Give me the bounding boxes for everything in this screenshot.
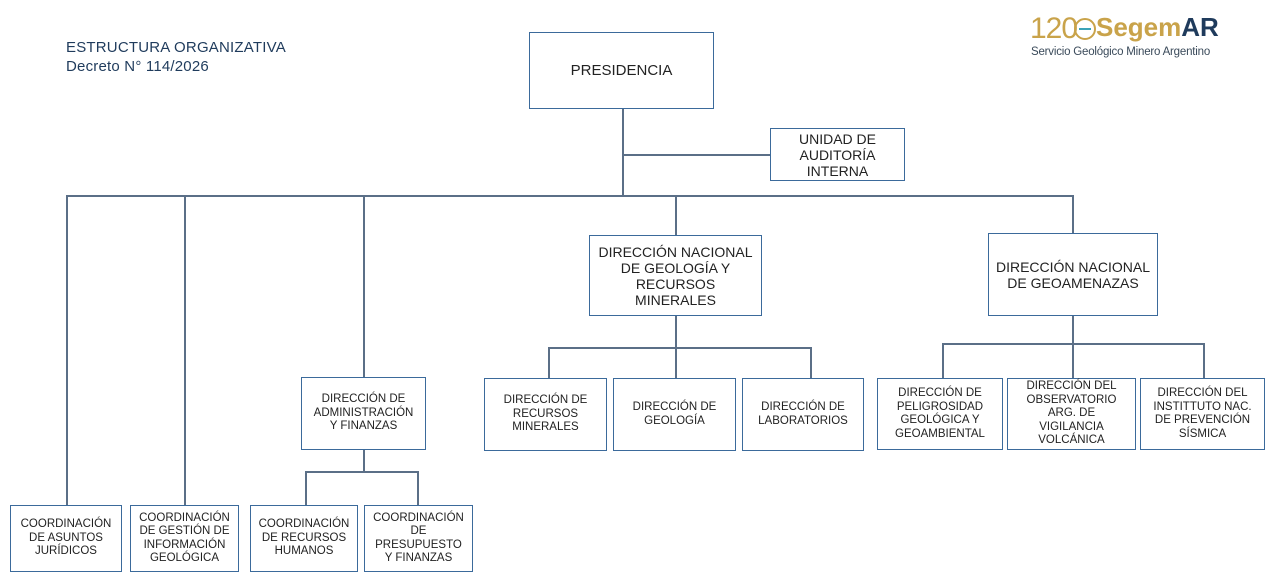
connector: [184, 195, 186, 505]
org-box-auditoria: UNIDAD DE AUDITORÍA INTERNA: [770, 128, 905, 181]
document-subtitle: Decreto N° 114/2026: [66, 58, 209, 75]
org-box-geologia: DIRECCIÓN DE GEOLOGÍA: [613, 378, 736, 451]
connector: [363, 195, 365, 377]
connector: [548, 347, 811, 349]
org-box-dn-geologia: DIRECCIÓN NACIONAL DE GEOLOGÍA Y RECURSO…: [589, 235, 762, 316]
connector: [622, 154, 770, 156]
org-box-recursos-minerales: DIRECCIÓN DE RECURSOS MINERALES: [484, 378, 607, 451]
org-box-presidencia: PRESIDENCIA: [529, 32, 714, 109]
connector: [942, 343, 944, 378]
connector: [1072, 343, 1074, 378]
connector: [675, 316, 677, 348]
org-box-observatorio: DIRECCIÓN DEL OBSERVATORIO ARG. DE VIGIL…: [1007, 378, 1136, 450]
connector: [66, 195, 68, 505]
org-box-recursos-humanos: COORDINACIÓN DE RECURSOS HUMANOS: [250, 505, 358, 572]
org-box-gestion-informacion: COORDINACIÓN DE GESTIÓN DE INFORMACIÓN G…: [130, 505, 239, 572]
connector: [548, 347, 550, 378]
connector: [66, 195, 1073, 197]
document-title: ESTRUCTURA ORGANIZATIVA: [66, 39, 286, 56]
connector: [305, 471, 418, 473]
connector: [417, 471, 419, 505]
org-box-presupuesto: COORDINACIÓN DE PRESUPUESTO Y FINANZAS: [364, 505, 473, 572]
segemar-logo: 120 SegemAR Servicio Geológico Minero Ar…: [1030, 12, 1220, 68]
connector: [1203, 343, 1205, 378]
org-box-instituto: DIRECCIÓN DEL INSTITTUTO NAC. DE PREVENC…: [1140, 378, 1265, 450]
org-box-asuntos-juridicos: COORDINACIÓN DE ASUNTOS JURÍDICOS: [10, 505, 122, 572]
org-box-administracion: DIRECCIÓN DE ADMINISTRACIÓN Y FINANZAS: [301, 377, 426, 450]
org-box-dn-geoamenazas: DIRECCIÓN NACIONAL DE GEOAMENAZAS: [988, 233, 1158, 316]
anniversary-number: 120: [1030, 12, 1078, 45]
connector: [810, 347, 812, 378]
connector: [1072, 195, 1074, 233]
connector: [675, 347, 677, 378]
connector: [622, 108, 624, 196]
connector: [1072, 316, 1074, 344]
org-box-laboratorios: DIRECCIÓN DE LABORATORIOS: [742, 378, 864, 451]
org-box-peligrosidad: DIRECCIÓN DE PELIGROSIDAD GEOLÓGICA Y GE…: [877, 378, 1003, 450]
brand-tagline: Servicio Geológico Minero Argentino: [1031, 46, 1211, 58]
anniversary-seal-icon: [1074, 18, 1096, 40]
connector: [675, 195, 677, 235]
connector: [305, 471, 307, 505]
brand-name: SegemAR: [1096, 12, 1219, 42]
connector: [363, 450, 365, 472]
document-header: ESTRUCTURA ORGANIZATIVA Decreto N° 114/2…: [66, 38, 286, 76]
